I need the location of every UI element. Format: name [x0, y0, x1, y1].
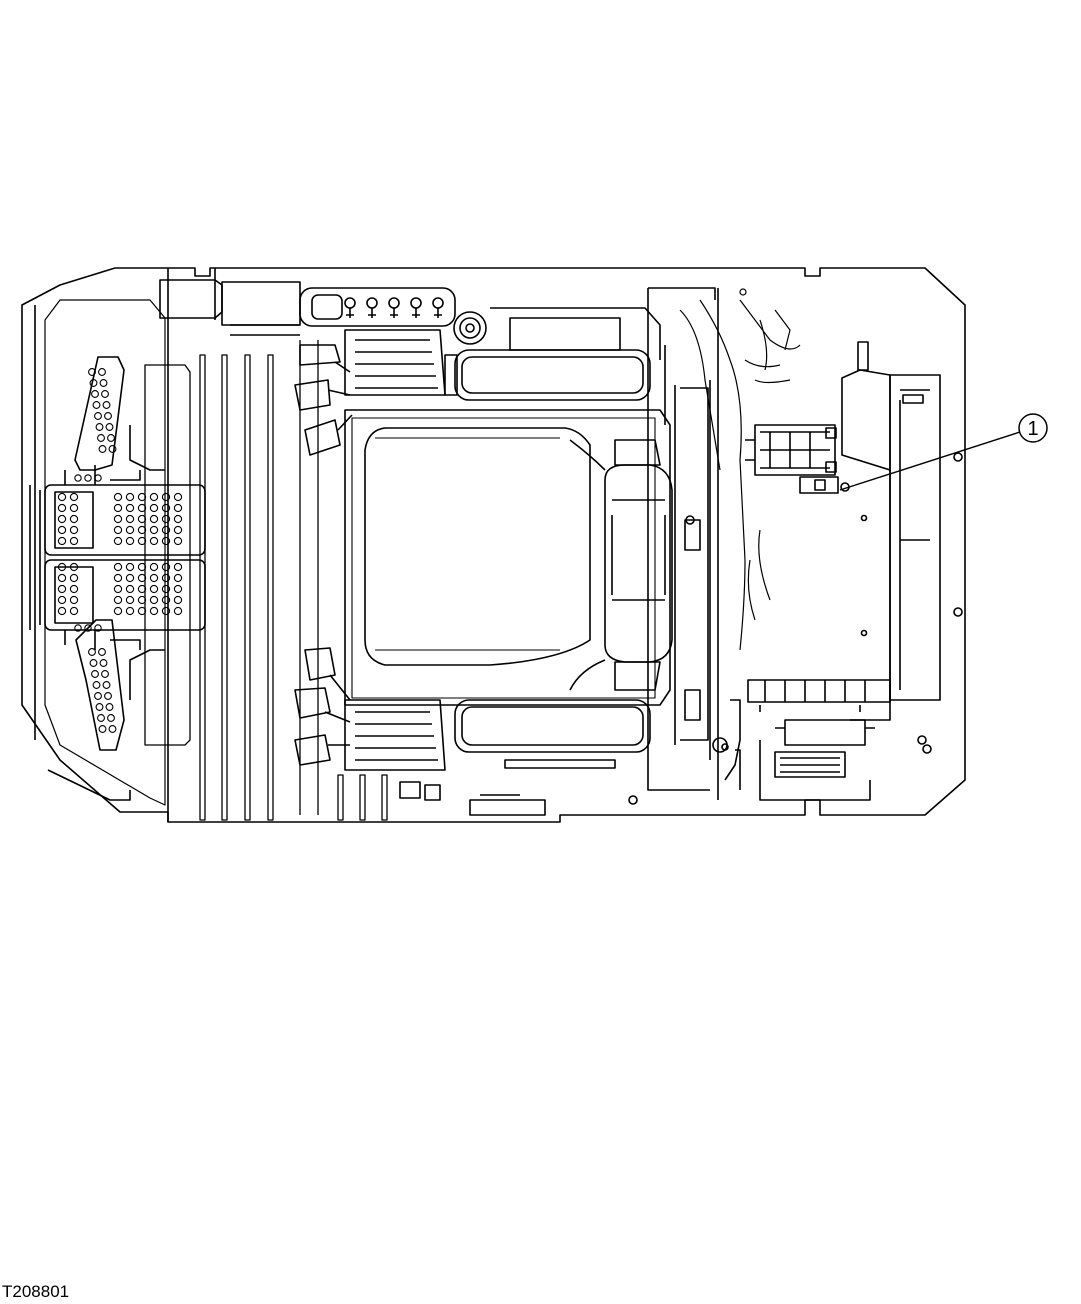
left-armrest: [444, 349, 651, 401]
switch-panel-knobs: [344, 297, 444, 318]
right-compartment: [647, 287, 741, 800]
connector: [799, 476, 850, 494]
travel-pedal-block: [29, 465, 206, 650]
cab-floor-inner-outline: [44, 299, 166, 806]
callout-1: 1: [839, 413, 1048, 491]
right-armrest: [454, 699, 651, 769]
cab-floor-outline: [21, 267, 966, 823]
fuse-box: [745, 424, 837, 476]
operator-seat: [344, 409, 673, 706]
callout-number: 1: [1027, 418, 1038, 440]
monitor-panel: [490, 307, 661, 360]
left-control-lever: [294, 329, 446, 456]
pedal-hole-pattern: [57, 368, 183, 733]
air-conditioner-unit: [841, 341, 941, 721]
relay-block: [747, 679, 891, 712]
left-pedal: [74, 356, 125, 751]
controller-unit: [774, 719, 875, 778]
floor-mat-center: [144, 364, 191, 746]
bottom-console-items: [399, 781, 638, 816]
wiring-harness: [679, 288, 801, 651]
figure-id-label: T208801: [2, 1282, 70, 1301]
right-control-lever: [294, 647, 446, 771]
left-console-top: [159, 279, 301, 336]
ignition-key-icon: [453, 311, 487, 345]
switch-panel: [299, 287, 456, 327]
mounting-holes: [685, 452, 963, 754]
